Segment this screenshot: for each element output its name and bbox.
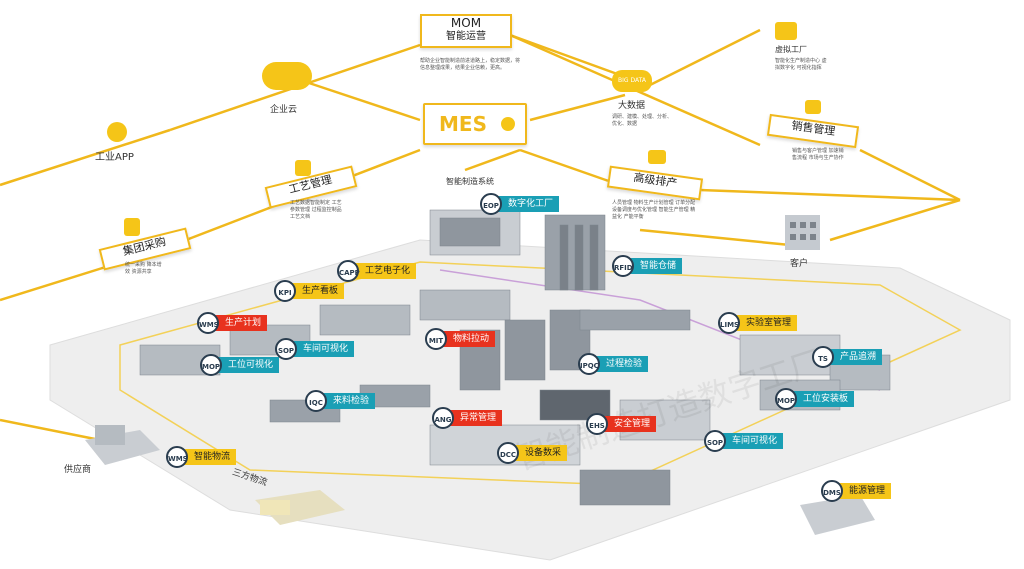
bigdata-desc: 调研、建模、处理、分析、优化、数据	[612, 114, 673, 127]
factory-tag-label: 过程检验	[588, 356, 649, 372]
factory-tag-label: 生产计划	[207, 315, 268, 331]
factory-tag-code: IPQC	[578, 353, 600, 375]
aps-desc: 人员管理 物料生产计划管理 订单分配 设备调度与优化管理 智能生产管理 精益化 …	[612, 200, 696, 220]
app-label: 工业APP	[95, 152, 134, 163]
factory-tag-code: WMS	[166, 446, 188, 468]
factory-tag-label: 产品追溯	[822, 349, 883, 365]
factory-tag-label: 异常管理	[442, 410, 503, 426]
sales-label: 销售管理	[790, 119, 837, 139]
factory-tag-label: 来料检验	[315, 393, 376, 409]
factory-tag-code: IQC	[305, 390, 327, 412]
mes-title: MES	[439, 112, 487, 136]
factory-tag-label: 工位可视化	[210, 357, 280, 373]
factory-tag-label: 工位安装板	[785, 391, 855, 407]
factory-tag-code: LIMS	[718, 312, 740, 334]
virtual-label: 虚拟工厂	[775, 45, 807, 54]
cloud-node: 企业云	[262, 62, 312, 115]
outside-buildings	[85, 215, 875, 535]
sales-icon	[805, 100, 821, 114]
factory-tag-code: DMS	[821, 480, 843, 502]
chart-icon	[501, 117, 515, 131]
factory-tag-code: SOP	[275, 338, 297, 360]
factory-tag-label: 实验室管理	[728, 315, 798, 331]
virtual-node: 虚拟工厂 智能化生产制造中心 虚拟数字化 可视化指挥	[775, 22, 827, 71]
app-icon	[107, 122, 127, 142]
factory-tag-code: RFID	[612, 255, 634, 277]
factory-tag-code: KPI	[274, 280, 296, 302]
virtual-desc: 智能化生产制造中心 虚拟数字化 可视化指挥	[775, 58, 827, 71]
factory-tag-code: DCC	[497, 442, 519, 464]
bigdata-label: 大数据	[618, 101, 646, 111]
supplier-label: 供应商	[64, 465, 92, 475]
factory-tag-label: 数字化工厂	[490, 196, 560, 212]
bigdata-node: BIG DATA 大数据 调研、建模、处理、分析、优化、数据	[612, 70, 672, 127]
factory-tag-label: 工艺电子化	[347, 263, 417, 279]
factory-tag-code: MOP	[200, 354, 222, 376]
cloud-icon	[262, 62, 312, 90]
factory-tag-code: MIT	[425, 328, 447, 350]
factory-tag-code: EOP	[480, 193, 502, 215]
factory-tag-code: CAPP	[337, 260, 360, 282]
customer-label: 客户	[790, 259, 809, 269]
bigdata-icon: BIG DATA	[612, 70, 652, 92]
factory-tag-code: SOP	[704, 430, 726, 452]
factory-tag-label: 智能物流	[176, 449, 237, 465]
mom-desc: 帮助企业智能制造前进道路上，稳定数据，将信息整理成果，结果企业信赖，更高。	[420, 58, 521, 71]
aps-icon	[648, 150, 666, 164]
mom-title: MOM	[450, 16, 482, 30]
virtual-icon	[775, 22, 797, 40]
group-icon	[124, 218, 140, 236]
mom-box: MOM 智能运营	[420, 14, 512, 48]
factory-tag-code: ANG	[432, 407, 454, 429]
factory-tag-label: 物料拉动	[435, 331, 496, 347]
factory-tag-code: EHS	[586, 413, 608, 435]
mom-subtitle: 智能运营	[446, 31, 486, 42]
craft-icon	[295, 160, 311, 176]
factory-title: 智能制造系统	[446, 177, 494, 186]
factory-tag-code: WMS	[197, 312, 219, 334]
factory-tag-code: MOP	[775, 388, 797, 410]
factory-tag-label: 能源管理	[831, 483, 892, 499]
factory-tag-label: 安全管理	[596, 416, 657, 432]
factory-tag-label: 智能仓储	[622, 258, 683, 274]
group-desc: 统一采购 降本增效 资源共享	[125, 262, 162, 275]
craft-desc: 工艺数据智能制定 工艺参数管理 过程监控制品 工艺文档	[290, 200, 342, 220]
aps-label: 高级排产	[632, 171, 679, 191]
factory-tag-label: 设备数采	[507, 445, 568, 461]
factory-tag-label: 车间可视化	[714, 433, 784, 449]
factory-tag-code: TS	[812, 346, 834, 368]
factory-tag-label: 生产看板	[284, 283, 345, 299]
sales-desc: 销售与客户管理 加速销售流程 市场与生产协作	[792, 148, 844, 161]
factory-tag-label: 车间可视化	[285, 341, 355, 357]
mes-box: MES	[423, 103, 527, 145]
cloud-label: 企业云	[270, 105, 298, 115]
